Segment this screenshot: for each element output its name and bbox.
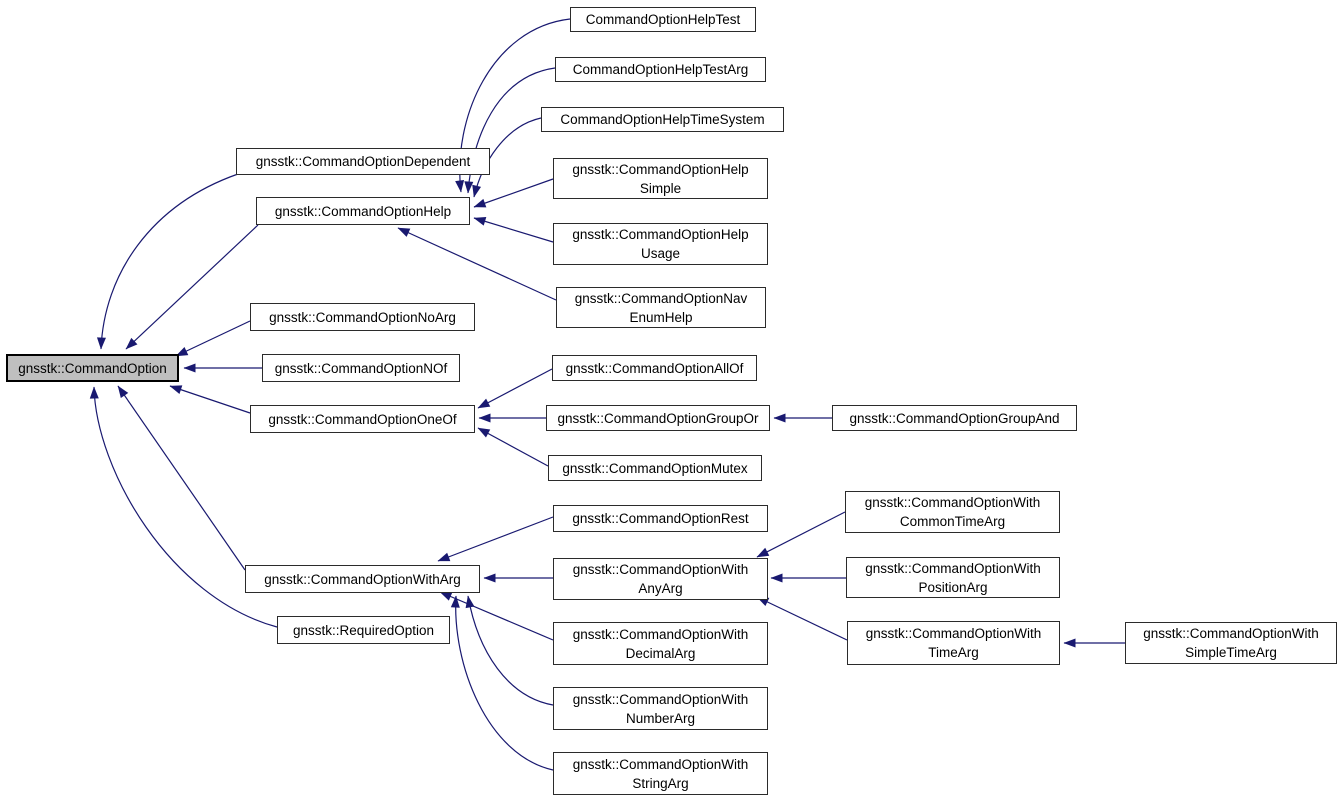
node-simpletimearg[interactable]: gnsstk::CommandOptionWith SimpleTimeArg <box>1125 622 1337 664</box>
edge-mutex-to-oneof <box>477 427 549 467</box>
node-helpusage[interactable]: gnsstk::CommandOptionHelp Usage <box>553 223 768 265</box>
edge-timearg-to-anyarg <box>756 596 848 641</box>
node-groupand[interactable]: gnsstk::CommandOptionGroupAnd <box>832 405 1077 431</box>
node-helptimesystem[interactable]: CommandOptionHelpTimeSystem <box>541 107 784 132</box>
node-numberarg[interactable]: gnsstk::CommandOptionWith NumberArg <box>553 687 768 730</box>
node-decimalarg[interactable]: gnsstk::CommandOptionWith DecimalArg <box>553 622 768 665</box>
edge-help-to-command-option <box>125 224 259 350</box>
edge-helpsimple-to-help <box>473 178 554 208</box>
node-groupor[interactable]: gnsstk::CommandOptionGroupOr <box>546 405 770 431</box>
node-helptest[interactable]: CommandOptionHelpTest <box>570 7 756 32</box>
node-allof[interactable]: gnsstk::CommandOptionAllOf <box>552 355 757 381</box>
edge-witharg-to-command-option <box>117 385 246 571</box>
node-noarg[interactable]: gnsstk::CommandOptionNoArg <box>250 303 475 331</box>
edge-allof-to-oneof <box>477 368 553 409</box>
node-required-option[interactable]: gnsstk::RequiredOption <box>277 616 450 644</box>
node-dependent[interactable]: gnsstk::CommandOptionDependent <box>236 148 490 175</box>
node-witharg[interactable]: gnsstk::CommandOptionWithArg <box>245 565 480 593</box>
edge-oneof-to-command-option <box>169 385 251 414</box>
edge-dependent-to-command-option <box>96 173 239 350</box>
node-mutex[interactable]: gnsstk::CommandOptionMutex <box>548 455 762 481</box>
edge-helpusage-to-help <box>473 217 554 243</box>
node-commontimearg[interactable]: gnsstk::CommandOptionWith CommonTimeArg <box>845 491 1060 533</box>
node-helptestarg[interactable]: CommandOptionHelpTestArg <box>555 57 766 82</box>
node-helpsimple[interactable]: gnsstk::CommandOptionHelp Simple <box>553 158 768 199</box>
node-nof[interactable]: gnsstk::CommandOptionNOf <box>262 354 460 382</box>
node-command-option[interactable]: gnsstk::CommandOption <box>6 354 179 382</box>
node-stringarg[interactable]: gnsstk::CommandOptionWith StringArg <box>553 752 768 795</box>
edge-noarg-to-command-option <box>175 320 251 357</box>
edge-numberarg-to-witharg <box>465 595 554 706</box>
edge-rest-to-witharg <box>437 516 554 562</box>
node-timearg[interactable]: gnsstk::CommandOptionWith TimeArg <box>847 621 1060 665</box>
edge-navenumhelp-to-help <box>397 227 557 301</box>
node-help[interactable]: gnsstk::CommandOptionHelp <box>256 197 470 225</box>
edge-helptimesystem-to-help <box>472 117 542 198</box>
edge-commontimearg-to-anyarg <box>756 511 846 558</box>
edge-stringarg-to-witharg <box>450 595 554 771</box>
node-anyarg[interactable]: gnsstk::CommandOptionWith AnyArg <box>553 558 768 600</box>
node-rest[interactable]: gnsstk::CommandOptionRest <box>553 505 768 532</box>
node-navenumhelp[interactable]: gnsstk::CommandOptionNav EnumHelp <box>556 287 766 328</box>
edge-required-option-to-command-option <box>89 386 278 628</box>
node-positionarg[interactable]: gnsstk::CommandOptionWith PositionArg <box>846 557 1060 598</box>
node-oneof[interactable]: gnsstk::CommandOptionOneOf <box>250 405 475 433</box>
